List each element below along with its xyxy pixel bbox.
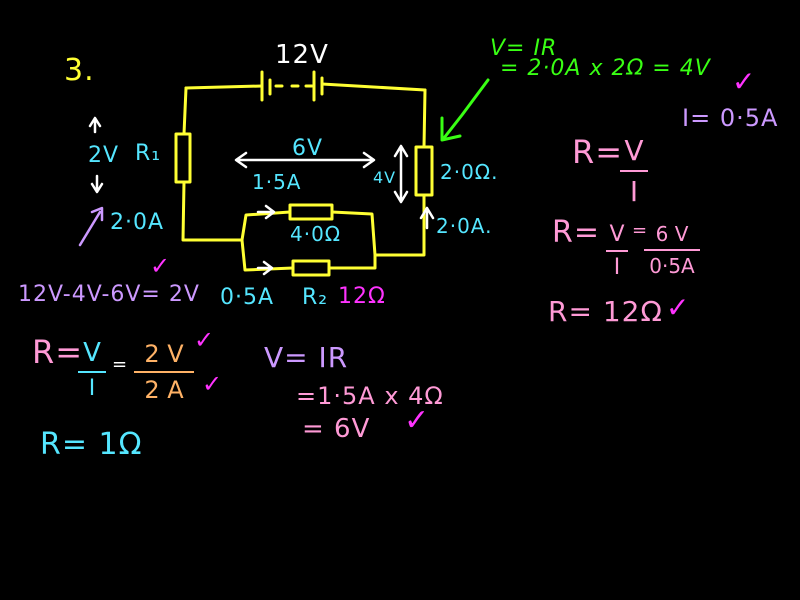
r2-sub-formula-fraction: V I — [606, 222, 628, 280]
r1-sub-den: 2 A — [144, 376, 184, 404]
kirchhoff-equation: 12V-4V-6V= 2V — [18, 282, 200, 307]
current-arrow-bottom-icon — [256, 260, 274, 276]
r1-num-check-icon: ✓ — [194, 326, 216, 354]
question-number: 3. — [64, 53, 95, 88]
r1-formula-i: I — [88, 376, 96, 401]
parallel-top-right — [330, 210, 377, 257]
r1-sub-num: 2 V — [144, 340, 184, 368]
r1-sub-fraction: 2 V 2 A — [134, 340, 194, 404]
r1-result: R= 1Ω — [40, 427, 143, 462]
r2-result-check-icon: ✓ — [666, 291, 691, 324]
span-arrow-icon — [234, 151, 376, 169]
r2-formula-i: I — [629, 175, 639, 208]
right-resistor-label: 2·0Ω. — [440, 160, 499, 184]
branch-calc-line2: =1·5A x 4Ω — [296, 382, 444, 410]
r1-calc-r: R= — [32, 333, 84, 371]
r2-formula-fraction: V I — [620, 134, 648, 208]
r2-sub-r: R= — [552, 215, 600, 250]
current-check-icon: ✓ — [732, 65, 757, 98]
top-wire-right — [320, 82, 427, 92]
r2-sub-num: 6 V — [655, 222, 689, 246]
r2-formula-r: R= — [572, 133, 624, 171]
branch-check-icon: ✓ — [404, 403, 431, 438]
supply-voltage-label: 12V — [275, 40, 329, 70]
r1-formula-v: V — [83, 338, 101, 368]
left-wire-bottom — [181, 180, 244, 242]
branch-calc-line3: = 6V — [302, 414, 371, 444]
right-current-arrow-icon — [419, 206, 435, 230]
r2-formula-v: V — [624, 134, 644, 167]
top-branch-voltage-label: 6V — [292, 136, 324, 161]
current-note: I= 0·5A — [682, 104, 779, 132]
top-wire-left — [184, 84, 264, 90]
r2-sub-equals: = — [632, 220, 649, 241]
voltage-arrow-icon — [393, 144, 409, 204]
current-arrow-top-icon — [256, 204, 276, 220]
r4-resistor-icon — [288, 203, 334, 221]
bottom-branch-current-label: 0·5A — [220, 285, 275, 310]
kirchhoff-check-icon: ✓ — [150, 252, 172, 280]
r1-voltage-label: 2V — [88, 143, 120, 168]
left-wire-top — [182, 86, 188, 136]
right-calc-line2: = 2·0A x 2Ω = 4V — [500, 56, 711, 81]
r2-value-label: 12Ω — [338, 284, 386, 309]
top-branch-current-label: 1·5A — [252, 170, 302, 194]
r2-resistor-icon — [291, 259, 331, 277]
parallel-bottom-right — [327, 253, 377, 270]
branch-calc-line1: V= IR — [264, 341, 349, 374]
r2-sub-v: V — [609, 222, 625, 247]
r1-formula-fraction: V I — [78, 338, 106, 401]
r1-current-pointer-arrow-icon — [78, 206, 104, 247]
r1-voltage-arrow-up-icon — [88, 116, 102, 134]
r1-current-label: 2·0A — [110, 210, 165, 235]
r1-den-check-icon: ✓ — [202, 370, 224, 398]
r2-label: R₂ — [302, 285, 329, 310]
right-resistor-voltage-label: 4V — [373, 168, 397, 187]
right-wire-top — [422, 88, 427, 149]
right-current-label: 2·0A. — [436, 214, 493, 238]
right-wire-bottom — [373, 193, 426, 257]
right-resistor-icon — [414, 145, 434, 197]
right-calc-line1: V= IR — [490, 36, 558, 61]
r2-sub-values-fraction: 6 V 0·5A — [644, 222, 700, 278]
formula-pointer-arrow-icon — [440, 78, 490, 142]
r2-sub-i: I — [613, 255, 621, 280]
top-resistor-label: 4·0Ω — [290, 222, 342, 246]
r2-sub-den: 0·5A — [649, 254, 695, 278]
parallel-top-left — [240, 210, 292, 242]
r1-calc-equals: = — [112, 354, 129, 375]
r1-label: R₁ — [135, 141, 162, 166]
r1-voltage-arrow-down-icon — [90, 174, 104, 194]
r2-result: R= 12Ω — [548, 295, 663, 328]
r1-resistor-icon — [174, 132, 192, 184]
parallel-bottom-left — [240, 238, 295, 272]
